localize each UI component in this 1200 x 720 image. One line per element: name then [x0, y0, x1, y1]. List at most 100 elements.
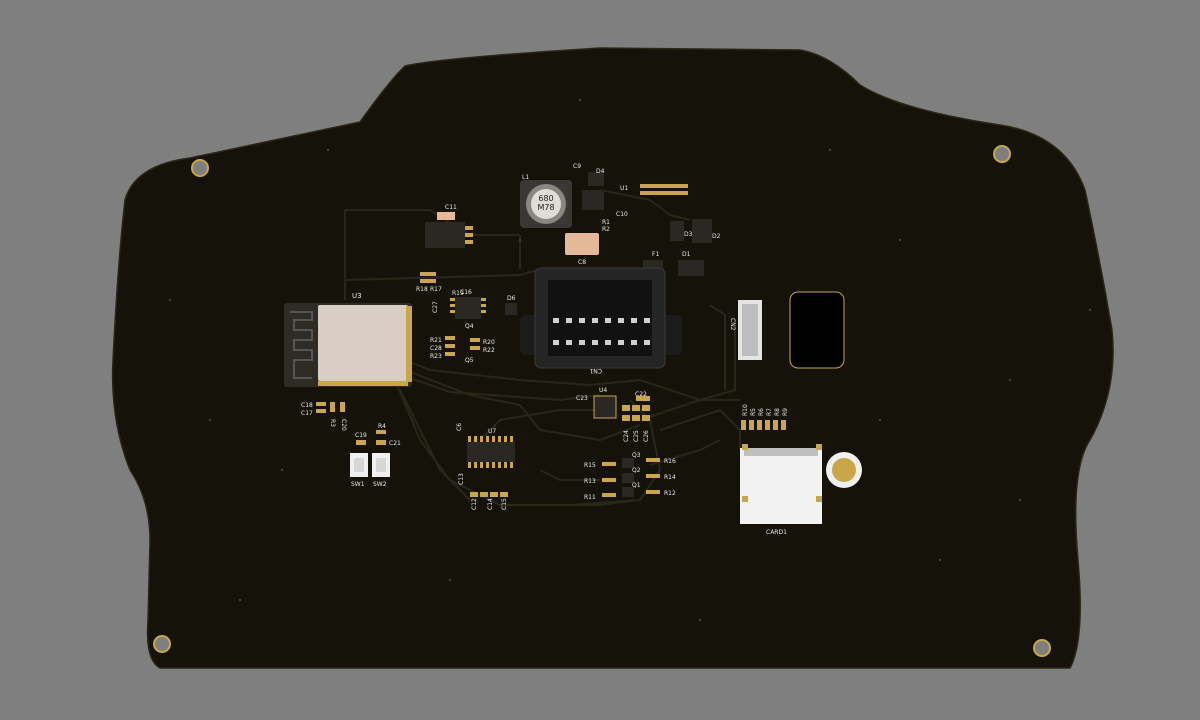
r4-label: R4: [378, 423, 386, 430]
c24-label: C24: [623, 430, 630, 442]
r15-label: R15: [584, 462, 596, 469]
r2-label: R2: [602, 226, 610, 233]
r8-label: R8: [774, 408, 781, 416]
c26-label: C26: [643, 430, 650, 442]
c28-label: C28: [430, 345, 442, 352]
r16-label: R16: [664, 458, 676, 465]
diode-d1[interactable]: [678, 260, 704, 276]
c19-label: C19: [355, 432, 367, 439]
r3-label: R3: [329, 419, 336, 427]
r5-label: R5: [750, 408, 757, 416]
cn2-label: CN2: [729, 318, 736, 331]
r14-label: R14: [664, 474, 676, 481]
r18-label: R18: [416, 286, 428, 293]
q5-label: Q5: [465, 357, 474, 364]
obd-connector-cn1[interactable]: [520, 267, 682, 369]
chip-u1[interactable]: [582, 190, 604, 210]
inductor[interactable]: [520, 180, 572, 228]
resistor-pads-r11-16: [602, 458, 660, 497]
q3-label: Q3: [632, 452, 641, 459]
c16-label: C16: [460, 289, 472, 296]
c9-label: C9: [573, 163, 581, 170]
cn1-label: CN1: [589, 367, 602, 374]
c14-label: C14: [487, 498, 494, 510]
r20-label: R20: [483, 339, 495, 346]
u3-label: U3: [352, 292, 362, 300]
c22-label: C22: [635, 391, 647, 398]
board-cutout: [789, 291, 845, 369]
r7-label: R7: [766, 408, 773, 416]
u7-caps: [470, 492, 508, 497]
voltage-regulator[interactable]: [425, 212, 473, 248]
c23-label: C23: [576, 395, 588, 402]
left-caps: [316, 402, 345, 413]
mounting-holes: [153, 145, 1051, 657]
diode-d2[interactable]: [692, 219, 712, 243]
chip-u7[interactable]: [467, 436, 515, 468]
capacitor-c8[interactable]: [565, 233, 599, 255]
u4-caps: [622, 396, 650, 421]
resistor-pads-r5-10: [741, 420, 786, 430]
c12-label: C12: [471, 498, 478, 510]
connector-cn2[interactable]: [738, 300, 762, 360]
button-caps: [356, 430, 386, 445]
button-sw2[interactable]: [372, 453, 390, 477]
u4-label: U4: [599, 387, 607, 394]
diode-d6[interactable]: [505, 303, 517, 315]
coin-pad: [832, 458, 856, 482]
u7-label: U7: [488, 428, 496, 435]
c25-label: C25: [633, 430, 640, 442]
vias: [168, 98, 1092, 622]
c11-label: C11: [445, 204, 457, 211]
r1-label: R1: [602, 219, 610, 226]
c27-label: C27: [432, 301, 439, 313]
button-sw1[interactable]: [350, 453, 368, 477]
inductor-marking-1: 680: [538, 194, 553, 203]
r10-label: R10: [742, 404, 749, 416]
c21-label: C21: [389, 440, 401, 447]
r19-label: R19: [452, 290, 464, 297]
small-pads-q: [420, 272, 480, 356]
card1-label: CARD1: [766, 529, 787, 536]
sd-card-slot[interactable]: [740, 444, 822, 524]
chip-u4[interactable]: [593, 395, 617, 419]
c6-label: C6: [456, 423, 463, 431]
r13-label: R13: [584, 478, 596, 485]
r17-label: R17: [430, 286, 442, 293]
d6-label: D6: [507, 295, 516, 302]
transistors-q[interactable]: [622, 458, 634, 497]
q4-label: Q4: [465, 323, 474, 330]
passive-row: [640, 184, 688, 195]
q2-label: Q2: [632, 467, 641, 474]
d1-label: D1: [682, 251, 691, 258]
r11-label: R11: [584, 494, 596, 501]
d3-label: D3: [684, 231, 693, 238]
diode-d3[interactable]: [670, 221, 684, 241]
esp32-module[interactable]: [284, 303, 412, 387]
c17-label: C17: [301, 410, 313, 417]
r12-label: R12: [664, 490, 676, 497]
c15-label: C15: [501, 498, 508, 510]
chip-q4-area[interactable]: [455, 297, 481, 319]
r6-label: R6: [758, 408, 765, 416]
c18-label: C18: [301, 402, 313, 409]
r23-label: R23: [430, 353, 442, 360]
u1-label: U1: [620, 185, 628, 192]
q1-label: Q1: [632, 482, 641, 489]
sw1-label: SW1: [351, 481, 365, 488]
c10-label: C10: [616, 211, 628, 218]
c8-label: C8: [578, 259, 586, 266]
l1-label: L1: [522, 174, 529, 181]
r9-label: R9: [782, 408, 789, 416]
c20-label: C20: [340, 419, 347, 431]
c13-label: C13: [458, 473, 465, 485]
inductor-marking-2: M78: [537, 203, 554, 212]
r22-label: R22: [483, 347, 495, 354]
d4-label: D4: [596, 168, 605, 175]
sw2-label: SW2: [373, 481, 387, 488]
d2-label: D2: [712, 233, 721, 240]
r21-label: R21: [430, 337, 442, 344]
diode-d4[interactable]: [588, 172, 604, 186]
f1-label: F1: [652, 251, 659, 258]
